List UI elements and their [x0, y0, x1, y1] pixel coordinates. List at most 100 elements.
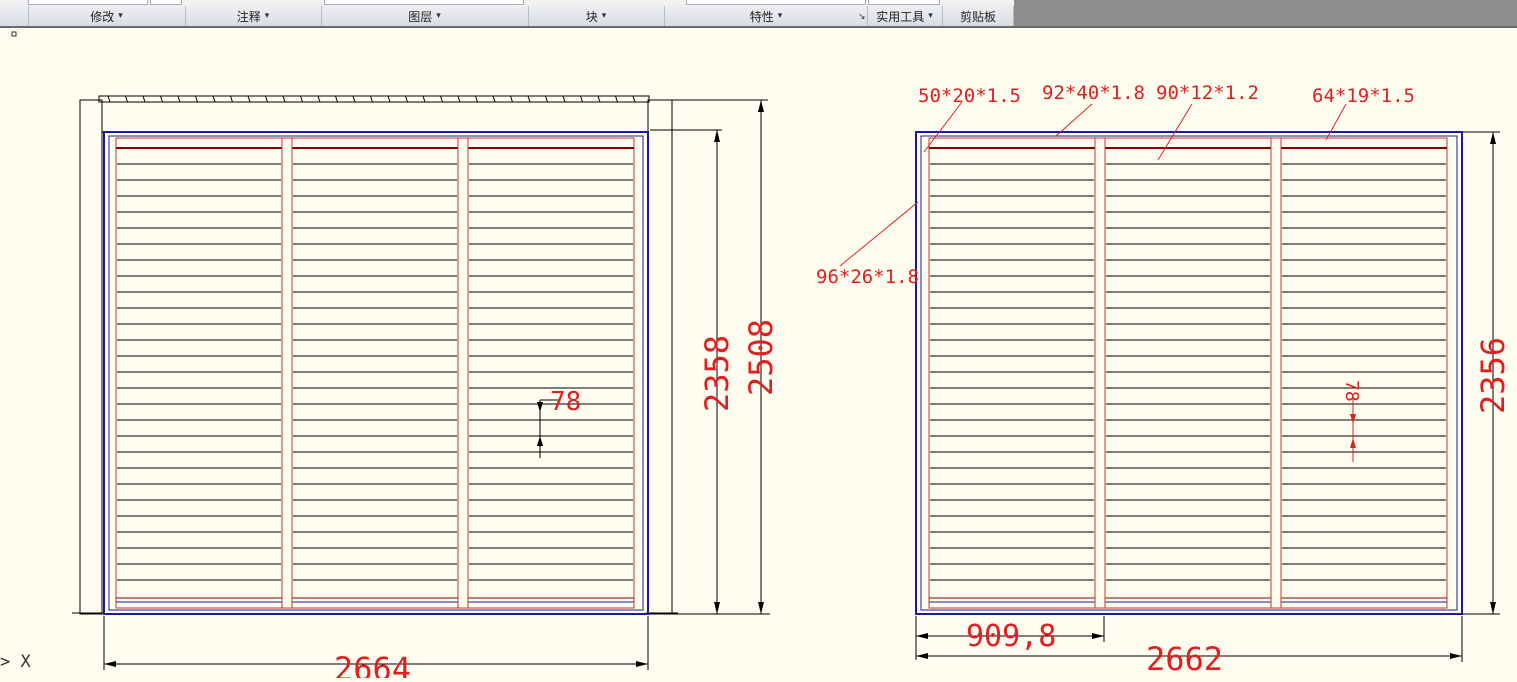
right-h-arrow: [1490, 132, 1496, 144]
header-tick: [492, 95, 496, 103]
panel-label: 图层: [408, 9, 433, 24]
header-tick: [352, 95, 356, 103]
right-inner-frame: [920, 135, 1458, 611]
header-tick: [282, 95, 286, 103]
left-height-inner-dim[interactable]: 2358: [698, 335, 736, 412]
ribbon-panel-utilities[interactable]: 实用工具▾: [867, 6, 941, 26]
header-tick: [195, 95, 198, 103]
header-tick: [405, 95, 408, 103]
header-tick: [527, 95, 531, 103]
right-width-dim[interactable]: 2662: [1146, 640, 1223, 678]
right-post: [647, 99, 673, 615]
right-outer-frame: [915, 131, 1463, 615]
right-height-dim[interactable]: 2356: [1474, 337, 1512, 414]
header-tick: [160, 95, 163, 103]
ribbon-control-stub[interactable]: [150, 0, 182, 5]
ribbon-panel-modify[interactable]: 修改▾: [28, 6, 184, 26]
ribbon-control-stub[interactable]: [868, 0, 940, 5]
right-pitch-arrow: [1350, 414, 1356, 424]
header-tick: [125, 95, 128, 103]
left-header-box: [101, 101, 649, 133]
left-slats: [117, 163, 633, 581]
left-w-arrow: [636, 661, 648, 667]
left-h-arrow: [714, 130, 720, 142]
right-sash: [928, 137, 1448, 609]
panel-label: 块: [585, 9, 598, 24]
right-w-arrow: [916, 653, 928, 659]
right-mullion-1: [1094, 137, 1106, 609]
left-h2-arrow: [758, 100, 764, 112]
chevron-down-icon: ▾: [264, 11, 270, 21]
ribbon-panels-bar: 修改▾ 注释▾ 图层▾ 块▾ 特性▾ ↘ 实用工具▾ 剪贴板: [0, 0, 1014, 26]
right-slats: [930, 163, 1446, 581]
header-tick: [422, 95, 426, 103]
left-sash: [115, 137, 635, 609]
right-pw-arrow: [916, 633, 928, 639]
ribbon-panel-properties[interactable]: 特性▾: [664, 6, 867, 26]
header-tick: [562, 95, 566, 103]
header-tick: [370, 95, 373, 103]
ribbon-control-stub[interactable]: [324, 0, 524, 5]
ribbon-control-stub[interactable]: [28, 0, 148, 5]
right-view[interactable]: 50*20*1.5 92*40*1.8 90*12*1.2 64*19*1.5 …: [816, 82, 1512, 678]
right-mullion-2: [1270, 137, 1282, 609]
left-top-ticks: [107, 95, 636, 103]
right-pitch-arrow: [1350, 438, 1356, 448]
panel-label: 剪贴板: [959, 9, 996, 24]
label-side-frame[interactable]: 50*20*1.5: [918, 85, 1021, 107]
left-mullion-2: [457, 137, 469, 609]
ribbon-panel-clipboard[interactable]: 剪贴板: [942, 6, 1014, 26]
leader-outer-frame: [839, 201, 919, 267]
chevron-down-icon: ▾: [436, 11, 441, 21]
properties-launcher-icon[interactable]: ↘: [858, 12, 866, 22]
grip-marker[interactable]: [11, 31, 17, 37]
ribbon-panel-annotation[interactable]: 注释▾: [185, 6, 320, 26]
chevron-down-icon: ▾: [601, 11, 607, 21]
ribbon-panel-layers[interactable]: 图层▾: [321, 6, 527, 26]
right-pw-arrow: [1092, 633, 1104, 639]
header-tick: [107, 95, 111, 103]
left-view[interactable]: 78 2358 2508 2664: [72, 95, 780, 682]
leader-top-rail: [1055, 103, 1093, 137]
panel-label: 特性: [749, 9, 774, 24]
header-tick: [632, 95, 636, 103]
header-tick: [510, 95, 513, 103]
left-inner-frame: [108, 135, 644, 611]
left-pitch-dim[interactable]: 78: [550, 387, 581, 417]
panel-label: 实用工具: [876, 9, 925, 24]
ribbon-panel-block[interactable]: 块▾: [528, 6, 663, 26]
left-outer-frame: [103, 131, 649, 615]
chevron-down-icon: ▾: [928, 11, 933, 21]
label-slat[interactable]: 90*12*1.2: [1156, 82, 1259, 104]
left-pitch-arrow: [537, 402, 543, 412]
left-h-arrow: [714, 602, 720, 614]
ucs-axis-icon: > X: [0, 652, 31, 672]
label-top-rail[interactable]: 92*40*1.8: [1042, 82, 1145, 104]
left-mullion-1: [281, 137, 293, 609]
header-tick: [212, 95, 216, 103]
label-top-rail-right[interactable]: 64*19*1.5: [1312, 85, 1415, 107]
panel-label: 修改: [90, 9, 115, 24]
drawing-canvas[interactable]: 78 2358 2508 2664: [0, 26, 1517, 682]
ribbon-control-stub[interactable]: [686, 0, 866, 5]
header-tick: [247, 95, 251, 103]
label-outer-frame[interactable]: 96*26*1.8: [816, 266, 919, 288]
header-tick: [440, 95, 443, 103]
left-top-band: [98, 95, 650, 103]
header-tick: [177, 95, 181, 103]
chevron-down-icon: ▾: [118, 11, 123, 21]
left-pitch-arrow: [537, 436, 543, 446]
left-h2-arrow: [758, 602, 764, 614]
drawing-svg[interactable]: 78 2358 2508 2664: [0, 28, 1517, 682]
left-height-outer-dim[interactable]: 2508: [742, 319, 780, 396]
header-tick: [230, 95, 233, 103]
header-tick: [580, 95, 583, 103]
ribbon: 修改▾ 注释▾ 图层▾ 块▾ 特性▾ ↘ 实用工具▾ 剪贴板: [0, 0, 1517, 26]
right-panel-width-dim[interactable]: 909,8: [966, 619, 1056, 654]
header-tick: [597, 95, 601, 103]
right-pitch-dim[interactable]: 78: [1341, 380, 1362, 402]
header-tick: [615, 95, 618, 103]
leader-slat: [1157, 103, 1193, 161]
header-tick: [142, 95, 146, 103]
left-width-dim[interactable]: 2664: [334, 650, 411, 682]
